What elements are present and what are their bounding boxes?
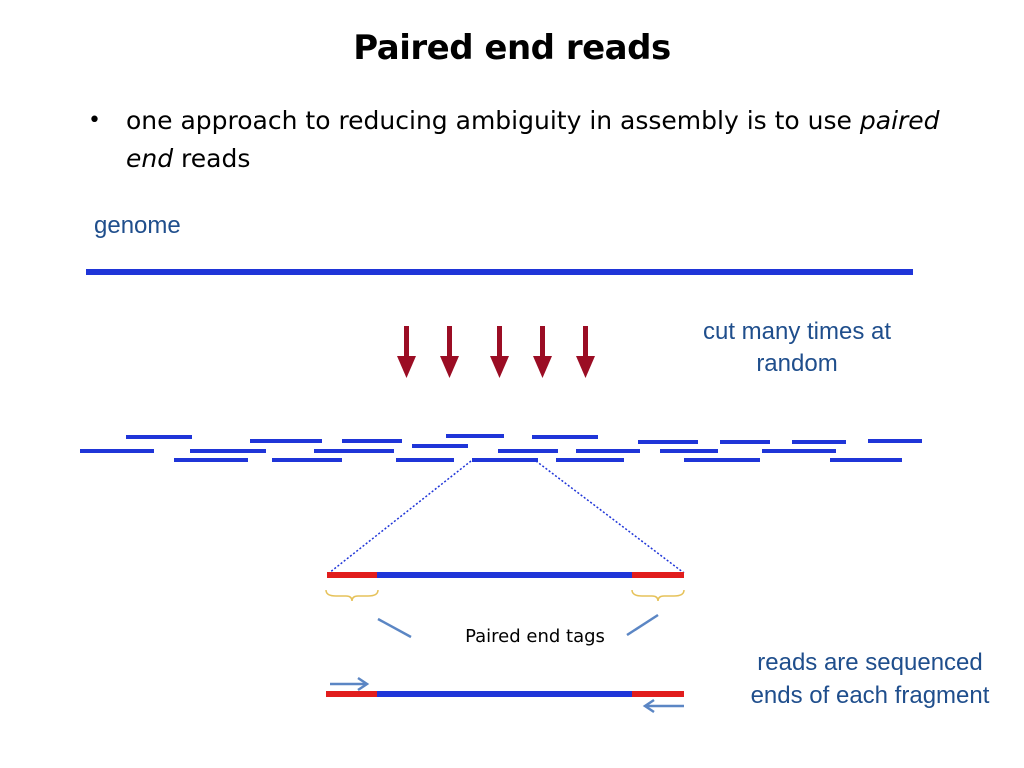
reads-sequenced-label: reads are sequenced ends of each fragmen… [710, 646, 1024, 712]
bullet-text: one approach to reducing ambiguity in as… [126, 102, 946, 178]
paired-end-tags-label: Paired end tags [465, 626, 605, 647]
genome-label: genome [94, 212, 181, 239]
zoom-line-right [535, 460, 685, 574]
zoom-lines [328, 460, 685, 574]
tag-pointers [377, 613, 659, 639]
cut-arrow-icon [397, 326, 416, 378]
cut-arrow-icon [533, 326, 552, 378]
brace-left-icon [325, 589, 379, 602]
slide-title: Paired end reads [353, 28, 671, 68]
bullet-text-before: one approach to reducing ambiguity in as… [126, 106, 860, 135]
read-arrow-reverse-icon [642, 698, 684, 714]
pointer-right [626, 613, 659, 637]
bullet-dot-icon: • [88, 108, 101, 133]
genome-fragments [80, 434, 922, 462]
cut-arrows [397, 326, 595, 378]
brace-right-icon [631, 589, 685, 602]
bullet-text-after: reads [173, 144, 251, 173]
pointer-left [377, 617, 412, 639]
reads-label-line1: reads are sequenced [757, 649, 983, 676]
tag-braces [325, 589, 685, 602]
cut-label: cut many times at random [702, 318, 892, 377]
zoom-line-left [328, 460, 472, 574]
read-arrow-forward-icon [330, 676, 370, 692]
cut-arrow-icon [490, 326, 509, 378]
read-arrows [330, 676, 684, 714]
bullet-text-emphasis: paired end [126, 106, 940, 173]
reads-label-line2: ends of each fragment [750, 682, 990, 709]
cut-arrow-icon [440, 326, 459, 378]
cut-arrow-icon [576, 326, 595, 378]
